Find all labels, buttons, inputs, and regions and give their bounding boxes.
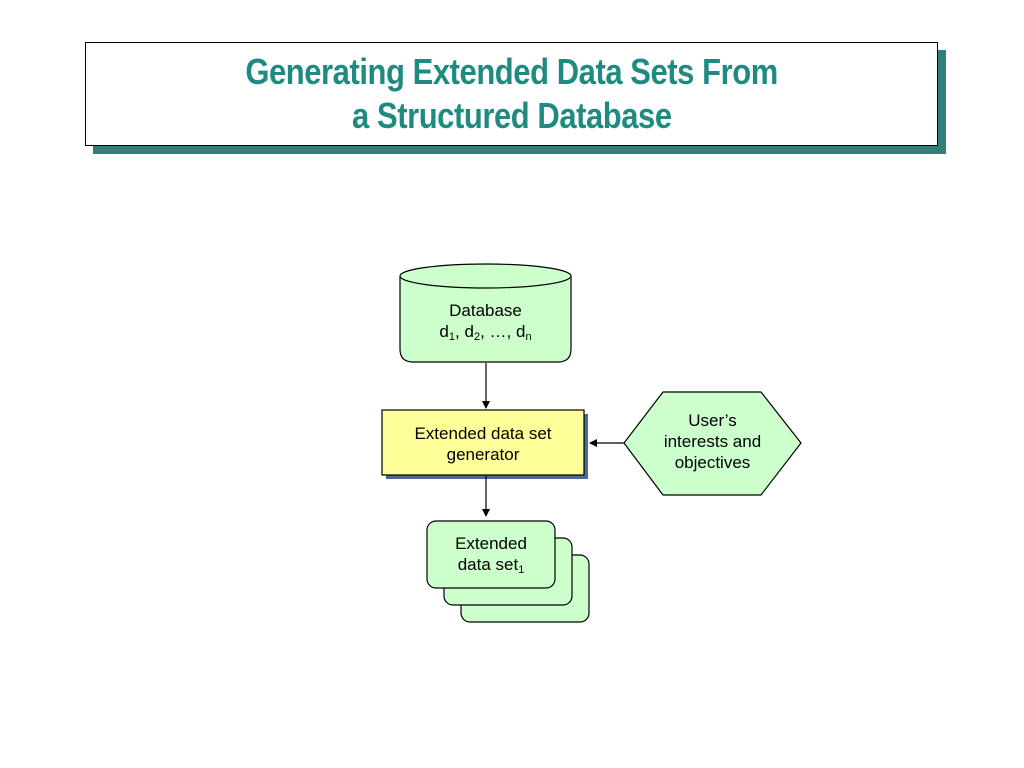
extended-line-2: data set1 — [427, 554, 555, 576]
generator-line-2: generator — [446, 445, 520, 464]
user-hexagon — [623, 391, 802, 496]
extended-line-1: Extended — [455, 534, 527, 553]
extended-card-front — [426, 520, 556, 589]
database-item-n: d — [515, 322, 526, 341]
database-item-2-sub: 2 — [473, 331, 481, 343]
database-item-1: d — [439, 322, 449, 341]
extended-line-2-text: data set — [457, 555, 519, 574]
title-line-2: a Structured Database — [351, 95, 672, 136]
title-box: Generating Extended Data Sets From a Str… — [85, 42, 938, 146]
user-line-2: interests and — [663, 432, 762, 451]
database-cylinder — [399, 263, 572, 363]
generator-label: Extended data set generator — [382, 423, 584, 465]
database-item-n-sub: n — [525, 331, 532, 343]
generator-box — [381, 409, 585, 476]
user-line-3: objectives — [674, 453, 751, 472]
user-line-1: User’s — [688, 411, 737, 430]
database-title: Database — [449, 301, 522, 320]
user-label: User’s interests and objectives — [640, 410, 785, 473]
extended-line-2-sub: 1 — [518, 564, 525, 576]
generator-line-1: Extended data set — [414, 424, 552, 443]
database-items: d1, d2, …, dn — [400, 321, 571, 343]
title-line-1: Generating Extended Data Sets From — [245, 51, 778, 92]
database-separator-1: , — [455, 322, 465, 341]
database-label: Database d1, d2, …, dn — [400, 300, 571, 343]
database-item-1-sub: 1 — [448, 331, 456, 343]
database-separator-2: , …, — [480, 322, 516, 341]
database-item-2: d — [464, 322, 474, 341]
extended-label: Extended data set1 — [427, 533, 555, 576]
